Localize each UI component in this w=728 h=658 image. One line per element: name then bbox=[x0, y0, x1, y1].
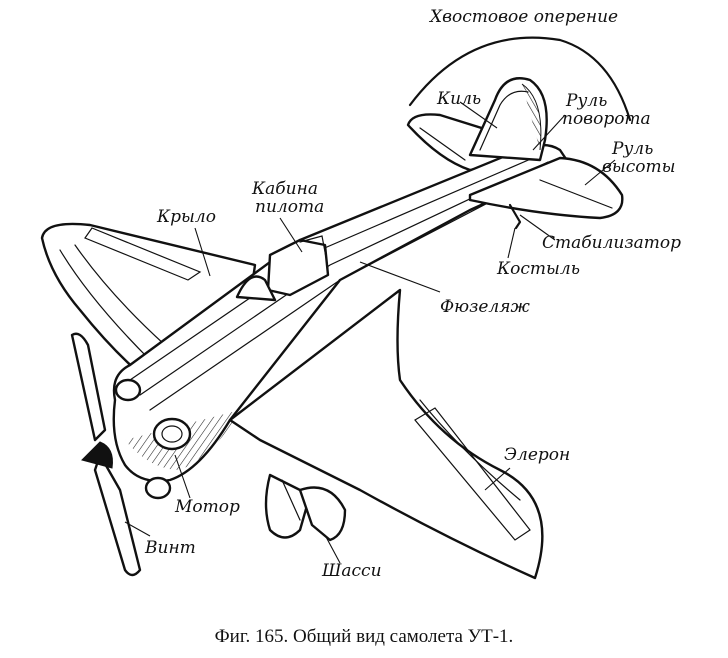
label-stabilizer: Стабилизатор bbox=[542, 233, 681, 253]
spinner bbox=[81, 441, 113, 469]
propeller-blade-top bbox=[70, 332, 107, 442]
engine-cylinder-1 bbox=[152, 417, 192, 451]
leader-fin bbox=[459, 101, 498, 129]
gear-right bbox=[298, 486, 347, 542]
tail-group-arc bbox=[408, 36, 632, 122]
label-tail: Хвостовое оперение bbox=[428, 7, 618, 27]
label-gear: Шасси bbox=[321, 561, 382, 581]
aileron-left bbox=[84, 227, 202, 281]
engine-cylinder-3 bbox=[114, 378, 142, 402]
engine-cylinder-2 bbox=[144, 476, 172, 500]
label-cockpit-line2: пилота bbox=[255, 197, 324, 217]
label-fin: Киль bbox=[436, 89, 481, 109]
tailskid bbox=[508, 203, 522, 230]
label-elevator-line1: Руль bbox=[611, 139, 653, 159]
leader-wing bbox=[194, 227, 211, 277]
leader-fuselage bbox=[359, 261, 441, 293]
label-cockpit-line1: Кабина bbox=[251, 179, 318, 199]
wing-right-shade bbox=[419, 399, 521, 501]
leader-gear bbox=[324, 534, 341, 564]
label-aileron: Элерон bbox=[504, 445, 570, 465]
label-cockpit: Кабина пилота bbox=[251, 179, 324, 217]
wing-left-shade bbox=[59, 249, 151, 361]
label-rudder-line1: Руль bbox=[565, 91, 607, 111]
wing-right bbox=[228, 288, 544, 580]
stabilizer-right bbox=[468, 156, 624, 220]
label-rudder-line2: поворота bbox=[562, 109, 651, 129]
propeller-blade-bottom bbox=[93, 453, 142, 577]
label-engine: Мотор bbox=[174, 497, 240, 517]
engine-cylinder-1-inner bbox=[161, 425, 183, 443]
label-wing: Крыло bbox=[156, 207, 216, 227]
leader-engine bbox=[174, 454, 191, 499]
aileron-right bbox=[414, 407, 531, 541]
windshield-front bbox=[235, 275, 277, 302]
gear-left bbox=[264, 473, 312, 539]
leader-elevator bbox=[584, 159, 616, 186]
wing-left-shade-2 bbox=[74, 244, 166, 346]
elevator-line bbox=[539, 179, 613, 209]
fuselage-line-3 bbox=[149, 167, 556, 411]
wing-left bbox=[40, 222, 257, 392]
leader-tailskid bbox=[507, 227, 516, 259]
figure-caption: Фиг. 165. Общий вид самолета УТ-1. bbox=[215, 626, 514, 647]
label-tailskid: Костыль bbox=[496, 259, 580, 279]
gear-strut bbox=[281, 479, 301, 521]
leader-aileron bbox=[484, 467, 511, 491]
leader-rudder bbox=[532, 114, 566, 151]
leader-propeller bbox=[124, 521, 151, 537]
label-rudder: Руль поворота bbox=[562, 91, 651, 129]
label-propeller: Винт bbox=[144, 538, 196, 558]
stabilizer-left-hatch bbox=[419, 127, 466, 161]
label-elevator-line2: высоты bbox=[602, 157, 675, 177]
leader-cockpit bbox=[279, 217, 303, 253]
leader-stabilizer bbox=[519, 214, 556, 241]
label-elevator: Руль высоты bbox=[602, 139, 675, 177]
label-fuselage: Фюзеляж bbox=[440, 297, 530, 317]
cockpit-rear bbox=[299, 235, 329, 269]
